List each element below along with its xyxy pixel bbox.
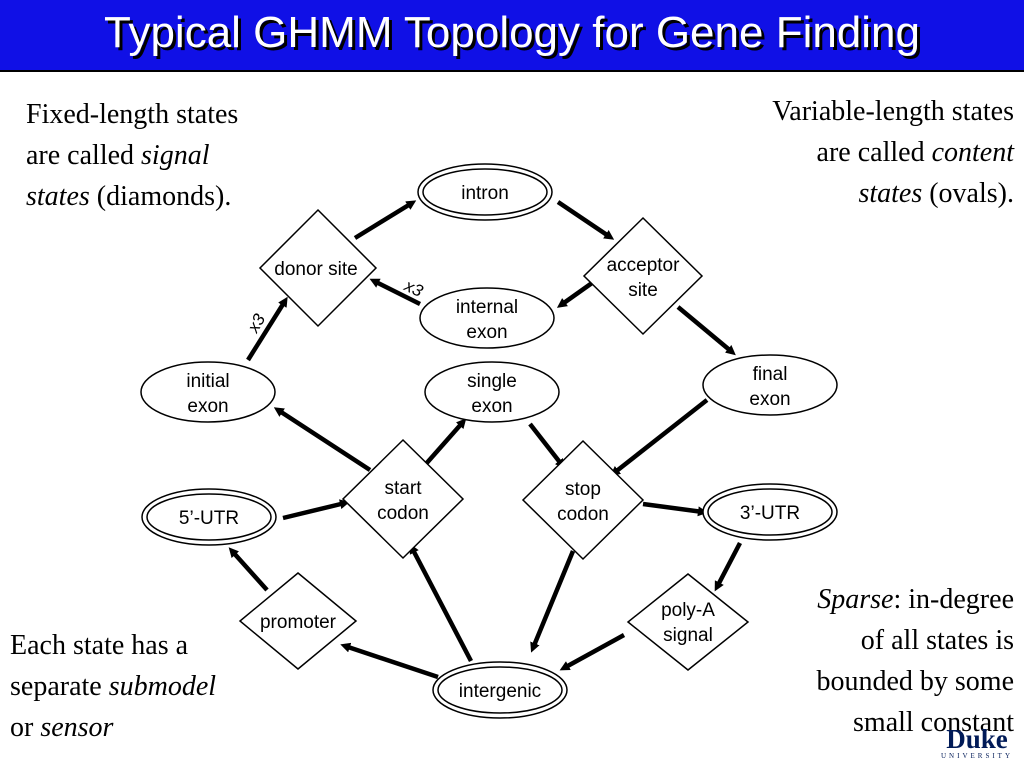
- state-label: exon: [466, 322, 507, 343]
- state-intergenic: intergenic: [432, 661, 568, 719]
- arrow-intergenic-to-start: [409, 543, 473, 663]
- note-line: states (ovals).: [858, 178, 1014, 209]
- state-label: start: [385, 478, 423, 499]
- note-line: Each state has a: [10, 630, 189, 661]
- arrow-single-exon-to-stop: [528, 422, 566, 469]
- arrow-initial-exon-to-donor: [246, 296, 288, 362]
- note-line: small constant: [853, 707, 1014, 738]
- note-submodel: Each state has a separate submodel or se…: [10, 625, 216, 748]
- arrow-start-to-single-exon: [423, 418, 467, 467]
- title-bar: Typical GHMM Topology for Gene Finding: [0, 0, 1024, 72]
- note-line: are called content: [816, 137, 1014, 168]
- state-donor-site: donor site: [258, 208, 378, 328]
- state-acceptor-site: acceptor site: [582, 216, 704, 336]
- state-label: codon: [377, 503, 429, 524]
- state-poly-a-signal: poly-A signal: [626, 573, 750, 671]
- arrow-utr3-to-polya: [714, 541, 742, 592]
- arrow-intron-to-acceptor: [556, 200, 615, 240]
- state-5-utr: 5’-UTR: [141, 488, 277, 546]
- arrow-donor-to-intron: [353, 200, 417, 240]
- note-line: Sparse: in-degree: [817, 584, 1014, 615]
- arrow-acceptor-to-internal-exon: [556, 281, 594, 308]
- state-intron: intron: [417, 163, 553, 221]
- logo-subtitle: UNIVERSITY: [941, 752, 1013, 760]
- state-label: 5’-UTR: [179, 508, 239, 529]
- state-label: single: [467, 371, 517, 392]
- arrow-start-to-initial-exon: [273, 407, 372, 472]
- state-label: exon: [749, 389, 790, 410]
- state-final-exon: final exon: [702, 354, 838, 416]
- state-promoter: promoter: [238, 572, 358, 670]
- state-label: intergenic: [459, 681, 541, 702]
- note-line: bounded by some: [816, 666, 1014, 697]
- note-line: are called signal: [26, 140, 210, 171]
- state-initial-exon: initial exon: [140, 361, 276, 423]
- state-label: intron: [461, 183, 509, 204]
- state-label: acceptor: [607, 255, 681, 276]
- slide-title: Typical GHMM Topology for Gene Finding: [104, 8, 920, 57]
- note-signal-states: Fixed-length states are called signal st…: [26, 94, 238, 217]
- arrow-internal-exon-to-donor: [369, 278, 422, 307]
- arrow-polya-to-intergenic: [559, 633, 626, 671]
- arrow-intergenic-to-promoter: [340, 642, 439, 680]
- state-single-exon: single exon: [424, 361, 560, 423]
- arrow-stop-to-utr3: [642, 501, 708, 517]
- state-label: 3’-UTR: [740, 503, 800, 524]
- state-3-utr: 3’-UTR: [702, 483, 838, 541]
- state-stop-codon: stop codon: [521, 439, 645, 561]
- state-label: signal: [663, 625, 713, 646]
- note-line: Variable-length states: [772, 96, 1014, 127]
- state-label: final: [753, 364, 788, 385]
- state-start-codon: start codon: [341, 438, 465, 560]
- note-line: states (diamonds).: [26, 181, 232, 212]
- state-label: codon: [557, 504, 609, 525]
- note-content-states: Variable-length states are called conten…: [772, 91, 1014, 214]
- arrow-final-exon-to-stop: [610, 398, 709, 477]
- state-label: donor site: [274, 259, 357, 280]
- state-label: internal: [456, 297, 518, 318]
- state-label: promoter: [260, 612, 337, 633]
- note-sparse: Sparse: in-degree of all states is bound…: [816, 579, 1014, 743]
- arrow-promoter-to-utr5: [228, 547, 269, 592]
- note-line: separate submodel: [10, 671, 217, 702]
- note-line: of all states is: [860, 625, 1014, 656]
- arrow-stop-to-intergenic: [530, 550, 576, 653]
- state-label: site: [628, 280, 658, 301]
- arrow-acceptor-to-final-exon: [676, 305, 736, 356]
- state-label: exon: [187, 396, 228, 417]
- logo-wordmark: Duke: [946, 724, 1008, 754]
- note-line: or sensor: [10, 712, 114, 743]
- duke-university-logo: Duke UNIVERSITY: [935, 726, 1019, 761]
- note-line: Fixed-length states: [26, 99, 239, 130]
- state-label: exon: [471, 396, 512, 417]
- state-label: poly-A: [661, 600, 715, 621]
- state-internal-exon: internal exon: [419, 287, 555, 349]
- state-label: stop: [565, 479, 601, 500]
- arrow-utr5-to-start: [282, 499, 350, 521]
- state-label: initial: [186, 371, 229, 392]
